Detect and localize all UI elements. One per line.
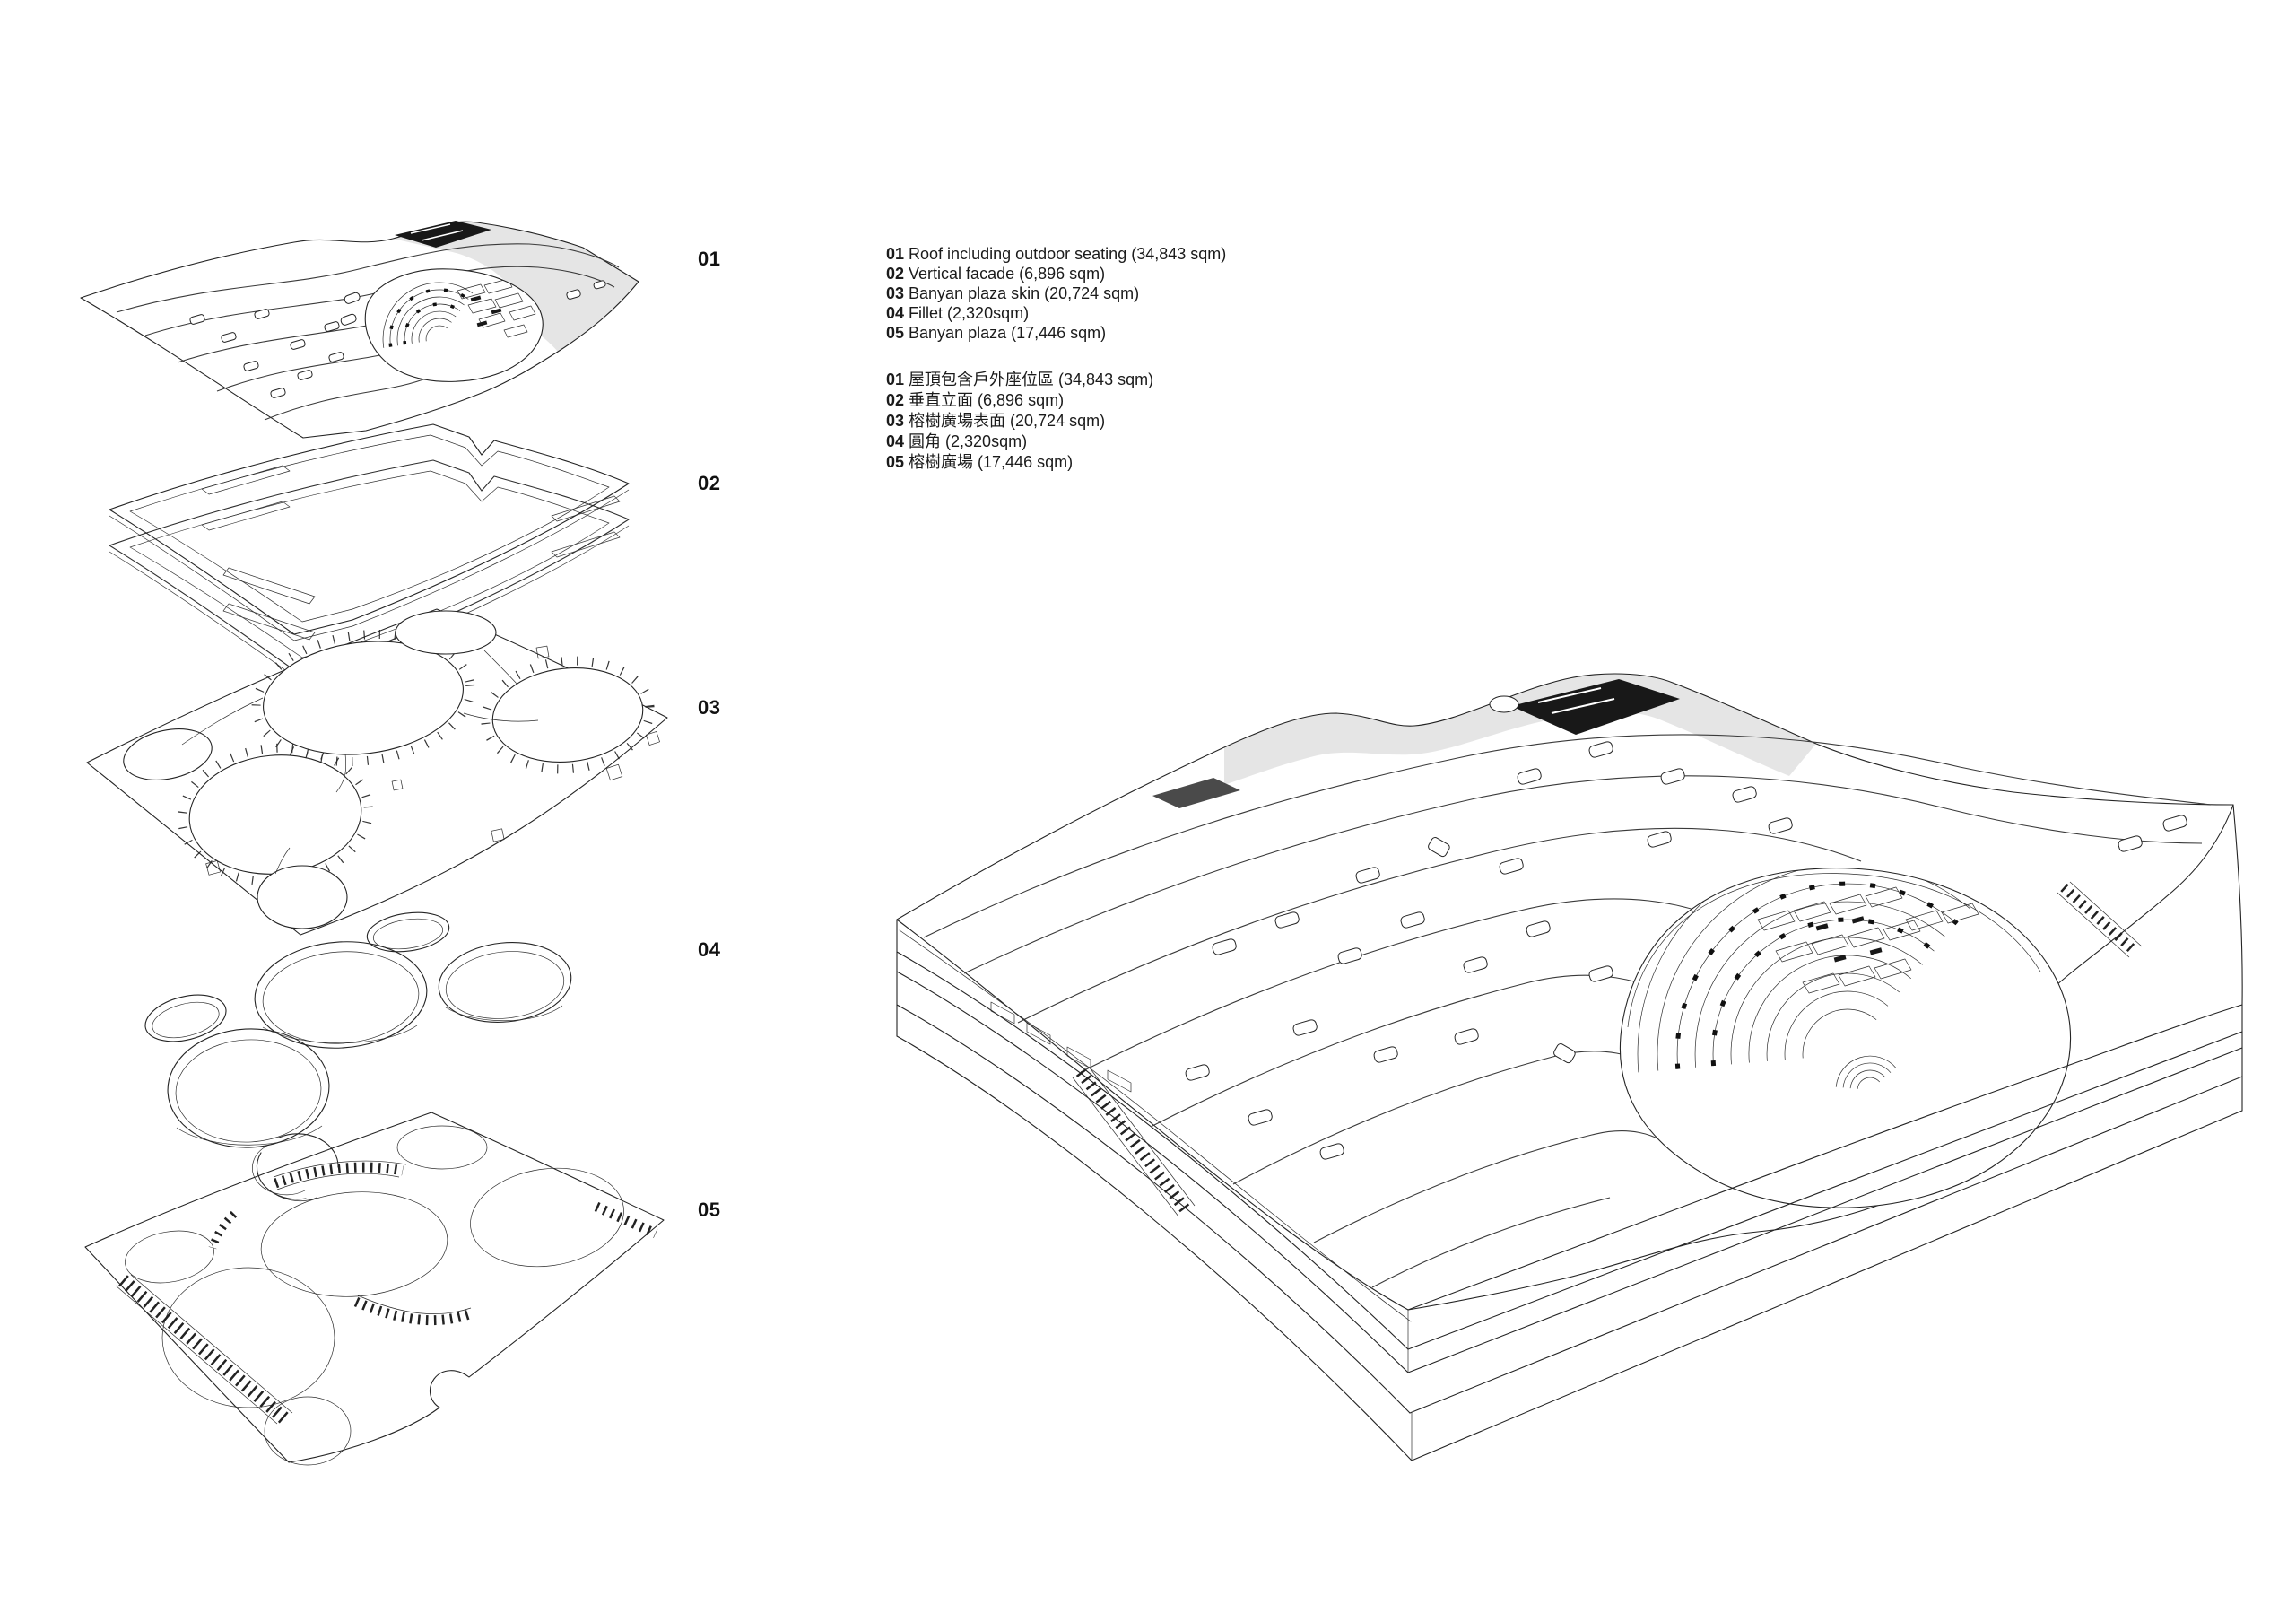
legend-num: 03 — [886, 412, 905, 430]
amphitheater-bowl — [364, 268, 544, 382]
legend-text: 榕樹廣場表面 (20,724 sqm) — [909, 412, 1106, 430]
legend-num: 01 — [886, 371, 905, 388]
base-plinth — [896, 804, 2243, 1461]
assembled-building-drawing — [896, 673, 2243, 1461]
stack-label-02: 02 — [698, 472, 721, 494]
legend-text: Banyan plaza (17,446 sqm) — [909, 324, 1107, 342]
legend-text: Roof including outdoor seating (34,843 s… — [909, 245, 1227, 263]
dark-saddle-patch — [1511, 679, 1680, 735]
skin-surface — [86, 608, 668, 936]
legend-num: 02 — [886, 265, 905, 283]
layer-03-plaza-skin-drawing — [86, 608, 668, 936]
layer-04-fillet-drawing — [144, 911, 572, 1202]
legend-num: 04 — [886, 304, 905, 322]
main-stage-arcs — [1835, 1055, 1897, 1089]
main-terrace-steps — [1757, 886, 1979, 994]
stack-label-01: 01 — [698, 248, 721, 270]
legend-num: 03 — [886, 284, 905, 302]
main-amphitheater — [1619, 868, 2071, 1208]
roof-skylights — [189, 280, 606, 398]
main-roof-surface — [896, 673, 2234, 1311]
legend-text: 屋頂包含戶外座位區 (34,843 sqm) — [909, 371, 1154, 388]
plaza-slab — [84, 1112, 665, 1466]
main-seating-arcs — [1637, 868, 1983, 1073]
legend-text: 榕樹廣場 (17,446 sqm) — [909, 453, 1074, 471]
roof-surface — [80, 221, 639, 439]
roof-dome-skylight — [1489, 695, 1519, 713]
legend-num: 02 — [886, 391, 905, 409]
main-roof-skylights — [1185, 741, 2187, 1160]
legend-num: 04 — [886, 432, 905, 450]
legend-text: Fillet (2,320sqm) — [909, 304, 1030, 322]
terrace-steps — [457, 278, 536, 338]
stack-label-05: 05 — [698, 1199, 721, 1221]
legend-num: 05 — [886, 324, 905, 342]
legend-text: 垂直立面 (6,896 sqm) — [909, 391, 1065, 409]
stack-label-04: 04 — [698, 938, 721, 961]
legend-text: Banyan plaza skin (20,724 sqm) — [909, 284, 1140, 302]
legend-text: Vertical facade (6,896 sqm) — [909, 265, 1106, 283]
legend-text: 圓角 (2,320sqm) — [909, 432, 1028, 450]
seating-arcs — [382, 282, 474, 348]
stack-label-03: 03 — [698, 696, 721, 719]
fillet-rings — [144, 911, 572, 1202]
stair-strips — [990, 881, 2143, 1217]
layer-01-roof-drawing — [80, 221, 639, 439]
legend-num: 05 — [886, 453, 905, 471]
dark-roof-patch — [395, 221, 491, 248]
legend-num: 01 — [886, 245, 905, 263]
layer-05-plaza-drawing — [84, 1112, 665, 1466]
